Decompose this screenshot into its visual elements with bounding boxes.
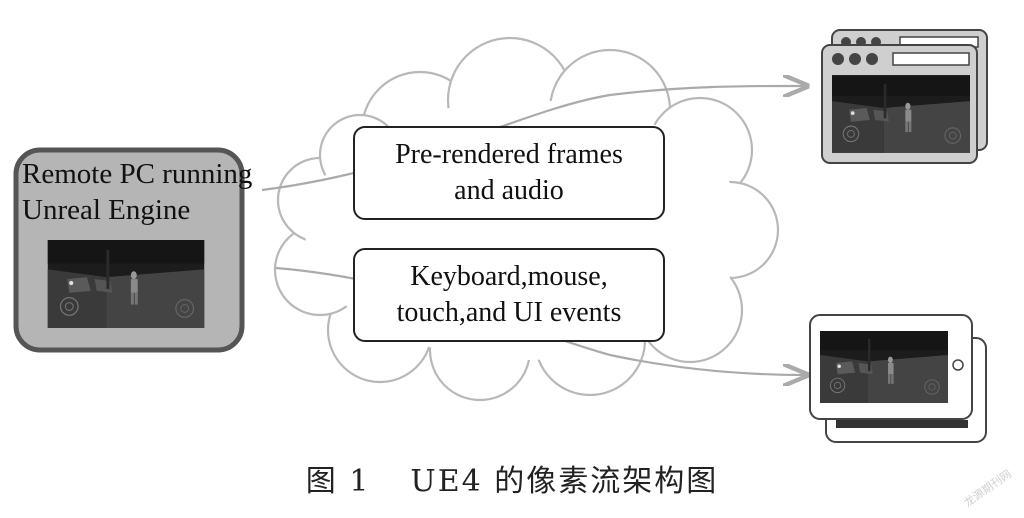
frames-audio-box: Pre-rendered frames and audio bbox=[353, 126, 665, 220]
frames-audio-line2: and audio bbox=[454, 175, 564, 206]
remote-pc-label-line1: Remote PC running bbox=[22, 158, 253, 190]
remote-pc-label-line2: Unreal Engine bbox=[22, 194, 191, 226]
input-events-line2: touch,and UI events bbox=[396, 297, 622, 328]
remote-pc-label: Remote PC running Unreal Engine bbox=[22, 156, 302, 228]
tablet-game-preview bbox=[820, 330, 948, 404]
figure-title: UE4 的像素流架构图 bbox=[410, 464, 719, 499]
remote-pc-node bbox=[13, 147, 245, 353]
browser-game-preview bbox=[832, 74, 970, 154]
input-events-box: Keyboard,mouse, touch,and UI events bbox=[353, 248, 665, 342]
address-bar bbox=[892, 52, 970, 66]
window-control-icon bbox=[866, 53, 878, 65]
tablet-client bbox=[809, 314, 987, 443]
frames-audio-line1: Pre-rendered frames bbox=[395, 139, 623, 170]
figure-caption: 图 1 UE4 的像素流架构图 bbox=[0, 456, 1024, 500]
home-button-icon bbox=[952, 359, 964, 371]
input-events-line1: Keyboard,mouse, bbox=[410, 261, 608, 292]
window-control-icon bbox=[849, 53, 861, 65]
browser-client bbox=[821, 29, 988, 164]
pc-game-preview bbox=[47, 240, 205, 328]
window-control-icon bbox=[832, 53, 844, 65]
figure-number: 图 1 bbox=[305, 464, 371, 499]
